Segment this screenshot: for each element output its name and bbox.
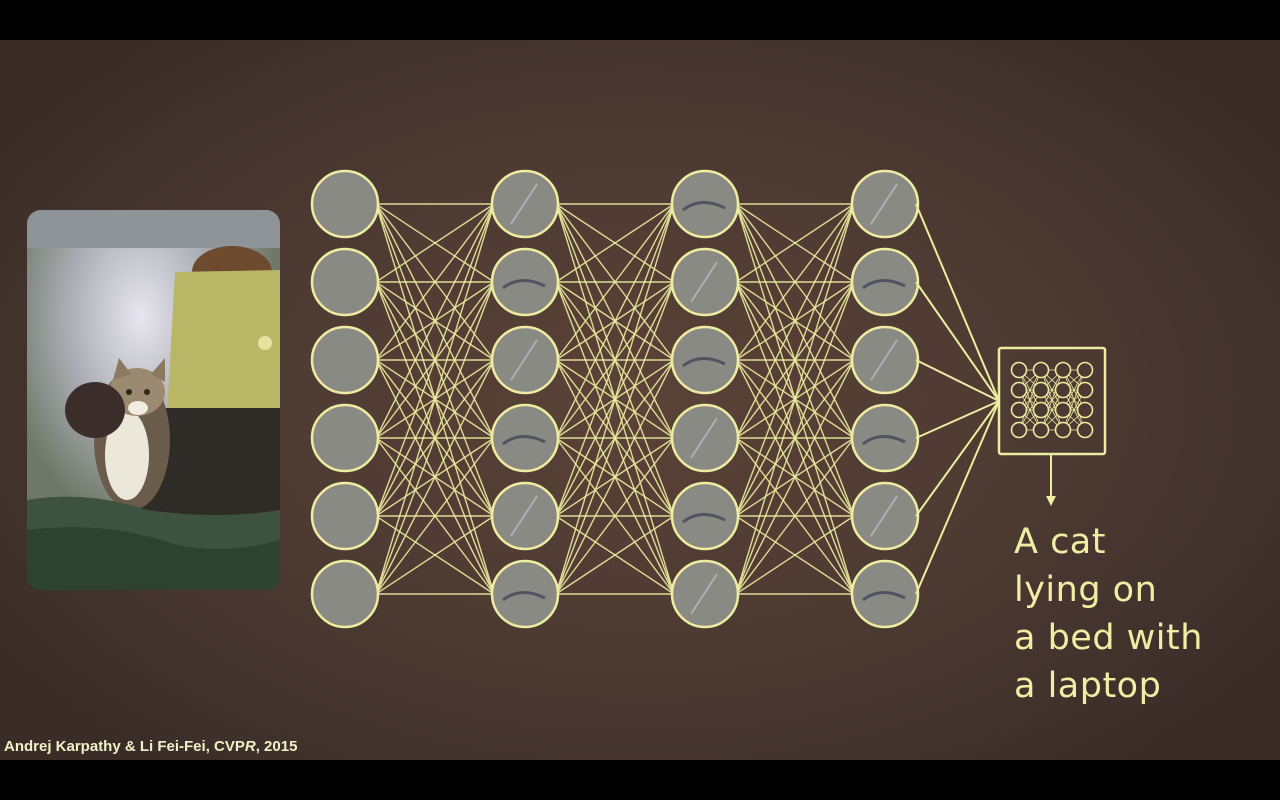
connection-line — [735, 437, 855, 595]
mini-node — [1054, 361, 1072, 379]
connection-line — [375, 203, 495, 361]
output-connection-line — [915, 359, 1000, 402]
network-node — [490, 247, 560, 317]
network-node — [310, 325, 380, 395]
mini-node — [1010, 381, 1028, 399]
mini-connection-line — [1040, 369, 1064, 431]
network-nodes — [310, 169, 920, 629]
network-connections — [375, 203, 855, 595]
letterbox-bottom — [0, 760, 1280, 800]
mini-node — [1076, 401, 1094, 419]
network-node — [670, 559, 740, 629]
network-node — [850, 325, 920, 395]
connection-line — [735, 515, 855, 595]
connection-line — [375, 203, 495, 517]
network-node — [670, 403, 740, 473]
connection-line — [735, 281, 855, 595]
mini-connection-line — [1062, 369, 1086, 431]
connection-line — [555, 203, 675, 439]
connection-line — [735, 203, 855, 439]
output-arrow — [1046, 454, 1056, 506]
connection-line — [555, 203, 675, 361]
network-node — [490, 325, 560, 395]
network-node — [850, 481, 920, 551]
network-node — [310, 403, 380, 473]
caption-line: lying on — [1014, 570, 1158, 610]
citation-authors: Andrej Karpathy & Li Fei-Fei, CVP — [4, 738, 245, 755]
network-node — [850, 403, 920, 473]
output-connection-line — [915, 203, 1000, 402]
network-node — [310, 247, 380, 317]
connection-line — [555, 437, 675, 595]
cat-photo — [27, 210, 280, 590]
connection-line — [735, 203, 855, 517]
network-node — [310, 481, 380, 551]
output-connections — [915, 203, 1000, 595]
connection-line — [375, 437, 495, 595]
network-node — [490, 481, 560, 551]
network-node — [490, 403, 560, 473]
mini-node — [1010, 401, 1028, 419]
network-node — [490, 169, 560, 239]
mini-node — [1054, 381, 1072, 399]
output-connection-line — [915, 281, 1000, 402]
network-node — [670, 247, 740, 317]
mini-node — [1076, 381, 1094, 399]
output-connection-line — [915, 400, 1000, 439]
mini-node — [1032, 401, 1050, 419]
mini-node — [1054, 421, 1072, 439]
connection-line — [555, 203, 675, 595]
connection-line — [735, 359, 855, 595]
output-connection-line — [915, 400, 1000, 517]
network-node — [310, 559, 380, 629]
connection-line — [555, 281, 675, 595]
network-node — [670, 169, 740, 239]
letterbox-top — [0, 0, 1280, 40]
arrow-head — [1046, 496, 1056, 506]
mini-node — [1010, 361, 1028, 379]
network-node — [850, 169, 920, 239]
connection-line — [375, 359, 495, 595]
network-node — [850, 247, 920, 317]
citation-year: , 2015 — [255, 738, 298, 755]
connection-line — [555, 203, 675, 283]
connection-line — [375, 203, 495, 439]
mini-node — [1054, 401, 1072, 419]
network-node — [670, 325, 740, 395]
output-network-box — [997, 346, 1107, 456]
slide: A cat lying on a bed with a laptop Andre… — [0, 40, 1280, 760]
output-connection-line — [915, 400, 1000, 595]
connection-line — [375, 203, 495, 595]
network-node — [310, 169, 380, 239]
citation-italic: R — [244, 738, 256, 755]
connection-line — [375, 281, 495, 595]
connection-line — [735, 203, 855, 595]
mini-node — [1076, 361, 1094, 379]
connection-line — [555, 203, 675, 517]
connection-line — [555, 359, 675, 595]
caption-line: A cat — [1014, 522, 1106, 562]
mini-node — [1032, 361, 1050, 379]
connection-line — [735, 203, 855, 283]
caption-line: a bed with — [1014, 618, 1203, 658]
connection-line — [375, 515, 495, 595]
cat-photo-illustration — [27, 210, 280, 590]
mini-node — [1010, 421, 1028, 439]
mini-node — [1076, 421, 1094, 439]
caption-line: a laptop — [1014, 666, 1162, 706]
network-node — [850, 559, 920, 629]
neural-network-diagram — [310, 169, 1107, 629]
mini-node — [1032, 421, 1050, 439]
mini-node — [1032, 381, 1050, 399]
citation: Andrej Karpathy & Li Fei-Fei, CVPR, 2015 — [4, 738, 297, 755]
mini-connection-line — [1018, 369, 1042, 431]
connection-line — [735, 203, 855, 361]
connection-line — [555, 515, 675, 595]
output-caption: A cat lying on a bed with a laptop — [1014, 518, 1264, 710]
network-node — [670, 481, 740, 551]
connection-line — [375, 203, 495, 283]
network-node — [490, 559, 560, 629]
